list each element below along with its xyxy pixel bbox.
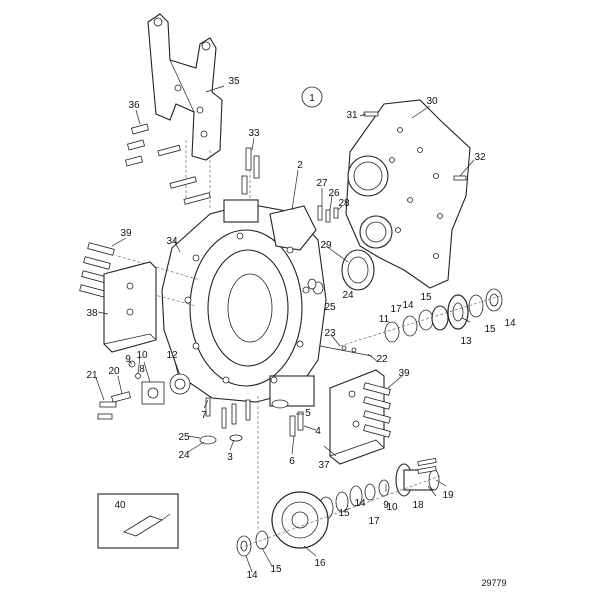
bracket-38 — [103, 261, 157, 353]
callout-32: 32 — [474, 152, 486, 163]
callout-40: 40 — [114, 500, 126, 511]
callout-3: 3 — [227, 452, 233, 463]
callout-35: 35 — [228, 76, 240, 87]
callout-7: 7 — [201, 410, 207, 421]
callout-15-b: 15 — [484, 324, 496, 335]
figure-reference-number: 29779 — [481, 578, 506, 588]
callout-20: 20 — [108, 366, 120, 377]
callout-33: 33 — [248, 128, 260, 139]
callout-24-a: 24 — [178, 450, 190, 461]
callout-14-c: 14 — [354, 498, 366, 509]
bolts-33 — [241, 147, 260, 215]
callout-5: 5 — [305, 408, 311, 419]
callout-38: 38 — [86, 308, 98, 319]
callout-9-upper: 9 — [125, 354, 131, 365]
bracket-37 — [329, 369, 385, 465]
gear-stack-upper-right — [339, 288, 503, 347]
dowel-pins — [199, 396, 304, 530]
view-marker-circle — [301, 86, 323, 108]
small-parts-22-23 — [319, 345, 373, 357]
callout-17-a: 17 — [390, 304, 402, 315]
timing-cover — [345, 99, 471, 289]
callout-36: 36 — [128, 100, 140, 111]
callout-9-lower: 9 — [383, 500, 389, 511]
callout-26: 26 — [328, 188, 340, 199]
inset-box — [97, 493, 179, 549]
callout-17-b: 17 — [368, 516, 380, 527]
callout-27: 27 — [316, 178, 328, 189]
bolts-39-right — [363, 382, 391, 438]
callout-2: 2 — [297, 160, 303, 171]
callout-15-d: 15 — [270, 564, 282, 575]
callout-labels: 1 2 3 4 5 6 7 8 9 9 10 10 11 12 13 14 14… — [86, 76, 516, 588]
callout-30: 30 — [426, 96, 438, 107]
small-parts-left — [97, 360, 191, 420]
callout-37: 37 — [318, 460, 330, 471]
callout-11: 11 — [379, 314, 390, 325]
callout-15-c: 15 — [338, 508, 350, 519]
callout-24-b: 24 — [342, 290, 354, 301]
callout-25-b: 25 — [324, 302, 336, 313]
callout-39-left: 39 — [120, 228, 132, 239]
callout-16: 16 — [314, 558, 326, 569]
lifting-bracket — [147, 13, 223, 210]
callout-34: 34 — [166, 236, 178, 247]
callout-4: 4 — [315, 426, 321, 437]
callout-14-a: 14 — [402, 300, 414, 311]
callout-31: 31 — [346, 110, 358, 121]
callout-14-b: 14 — [504, 318, 516, 329]
callout-1: 1 — [309, 93, 315, 104]
lower-shaft-assembly — [236, 458, 441, 557]
callout-25-a: 25 — [178, 432, 190, 443]
callout-39-right: 39 — [398, 368, 410, 379]
callout-10-lower: 10 — [386, 502, 398, 513]
seal-29 — [307, 205, 375, 295]
flywheel-housing — [161, 199, 327, 407]
callout-18: 18 — [412, 500, 424, 511]
callout-21: 21 — [86, 370, 98, 381]
callout-19: 19 — [442, 490, 454, 501]
leader-lines — [95, 85, 475, 573]
callout-6: 6 — [289, 456, 295, 467]
callout-29: 29 — [320, 240, 332, 251]
callout-12: 12 — [166, 350, 178, 361]
callout-10-upper: 10 — [136, 350, 148, 361]
bolts-36 — [125, 123, 211, 205]
callout-28: 28 — [338, 198, 350, 209]
callout-15-a: 15 — [420, 292, 432, 303]
callout-8: 8 — [139, 364, 145, 375]
callout-14-d: 14 — [246, 570, 258, 581]
callout-23: 23 — [324, 328, 336, 339]
callout-22: 22 — [376, 354, 388, 365]
callout-13: 13 — [460, 336, 472, 347]
